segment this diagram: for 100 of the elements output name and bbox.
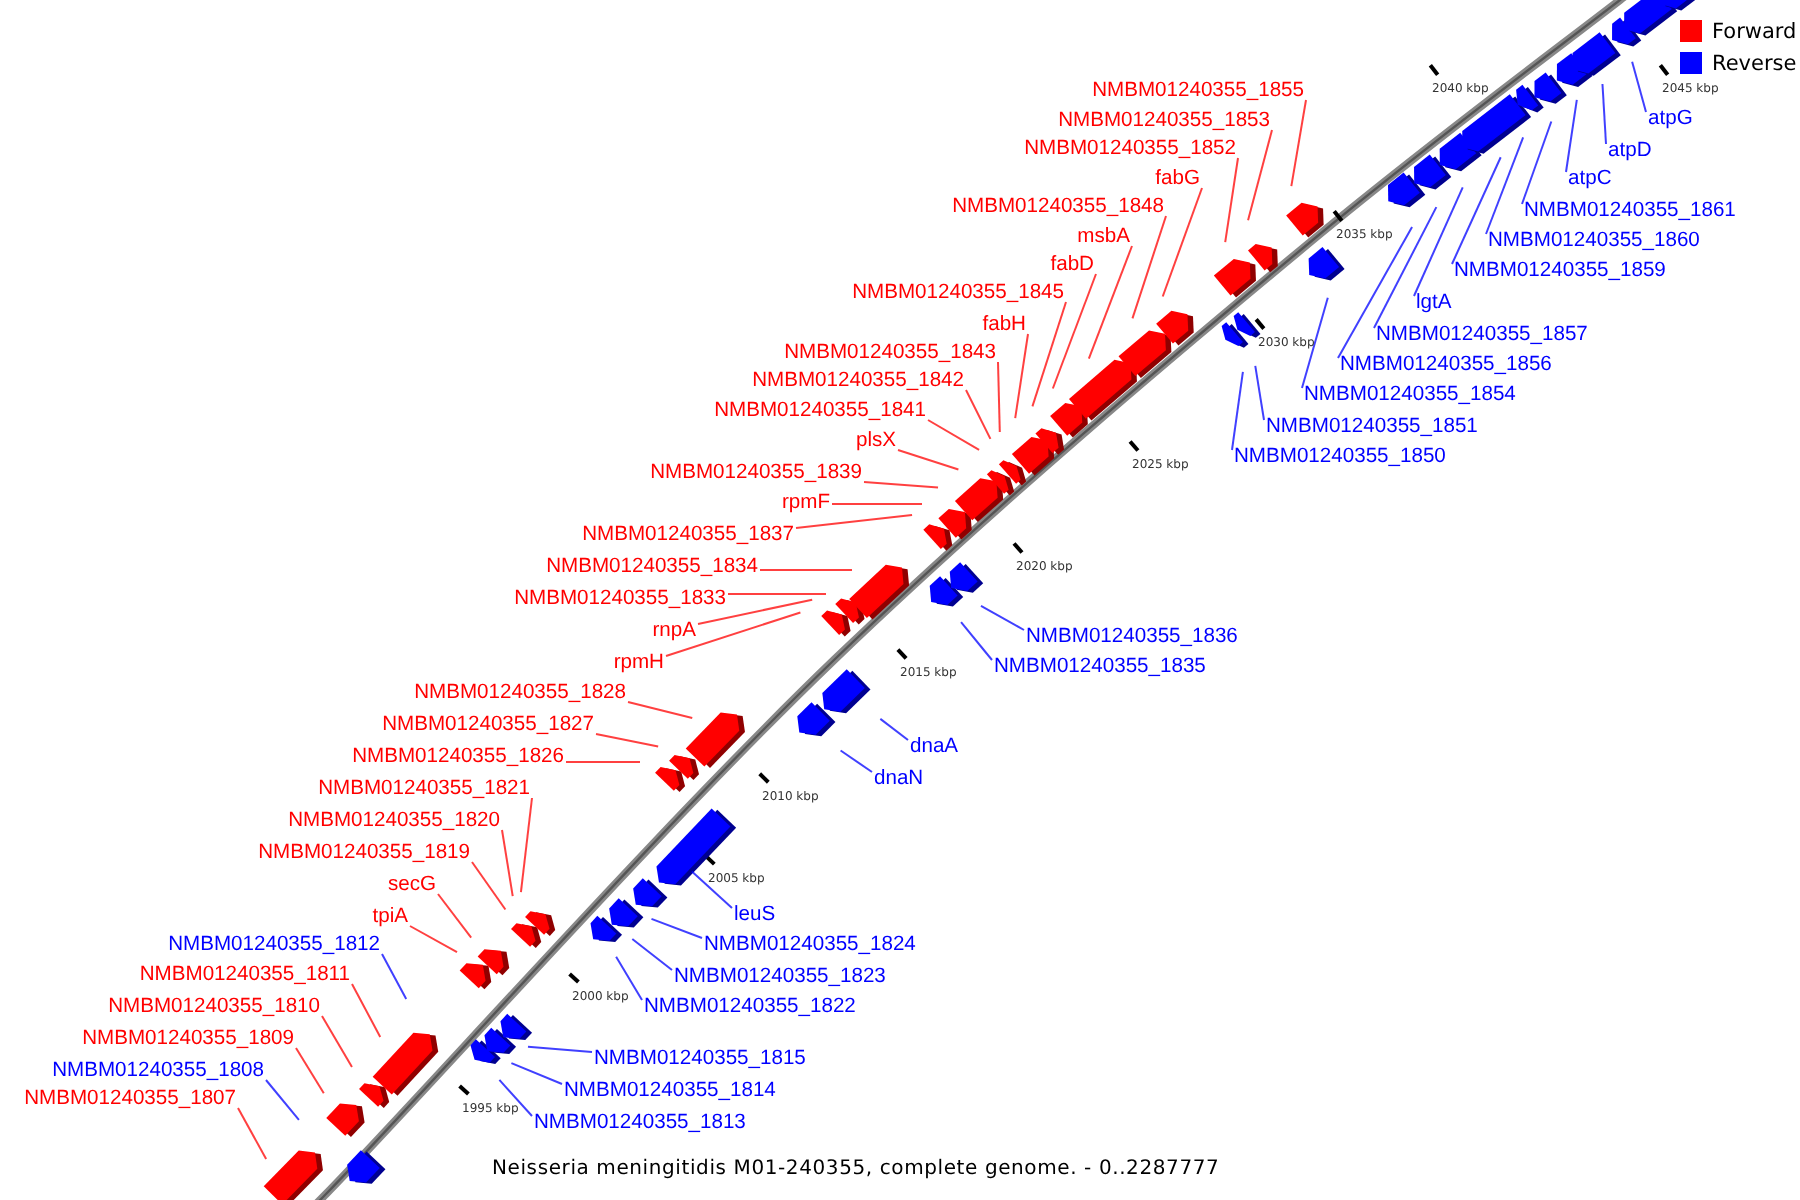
- gene-label: leuS: [734, 904, 776, 928]
- leader-line: [1231, 370, 1244, 451]
- leader-line: [665, 611, 802, 657]
- gene-label: NMBM01240355_1848: [952, 196, 1164, 220]
- gene-label: NMBM01240355_1850: [1234, 446, 1446, 470]
- leader-line: [997, 361, 1001, 433]
- leader-line: [501, 829, 514, 898]
- leader-line: [1521, 120, 1553, 205]
- leader-line: [1601, 83, 1607, 145]
- gene-label: NMBM01240355_1813: [534, 1112, 746, 1136]
- leader-line: [381, 953, 408, 1000]
- gene-label: rpmH: [613, 652, 664, 676]
- gene-label: NMBM01240355_1809: [82, 1028, 294, 1052]
- gene-label: NMBM01240355_1814: [564, 1080, 776, 1104]
- leader-line: [650, 917, 703, 939]
- leader-line: [510, 1062, 563, 1085]
- leader-line: [498, 1078, 533, 1117]
- gene-label: atpD: [1608, 140, 1652, 164]
- leader-line: [471, 861, 507, 911]
- leader-line: [960, 621, 993, 661]
- leader-line: [839, 749, 873, 773]
- legend-label: Reverse: [1712, 52, 1797, 76]
- gene-label: NMBM01240355_1861: [1524, 200, 1736, 224]
- gene-label: NMBM01240355_1859: [1454, 260, 1666, 284]
- leader-line: [1565, 98, 1578, 173]
- gene-label: NMBM01240355_1856: [1340, 354, 1552, 378]
- gene-label: NMBM01240355_1811: [139, 964, 350, 988]
- caption: Neisseria meningitidis M01-240355, complete genome. - 0..2287777: [492, 1158, 1220, 1182]
- leader-line: [863, 481, 939, 489]
- gene-label: NMBM01240355_1812: [168, 934, 380, 958]
- gene-label: NMBM01240355_1820: [288, 810, 500, 834]
- leader-line: [1254, 364, 1265, 421]
- leader-line: [690, 870, 733, 909]
- gene-label: atpC: [1568, 168, 1612, 192]
- leader-line: [615, 955, 643, 1001]
- leader-line: [1290, 99, 1307, 188]
- gene-label: NMBM01240355_1819: [258, 842, 470, 866]
- gene-label: NMBM01240355_1822: [644, 996, 856, 1020]
- gene-label: NMBM01240355_1854: [1304, 384, 1516, 408]
- gene-label: NMBM01240355_1834: [546, 556, 758, 580]
- gene-label: NMBM01240355_1853: [1058, 110, 1270, 134]
- leader-line: [1301, 296, 1329, 389]
- leader-line: [759, 569, 853, 571]
- gene-label: rnpA: [652, 620, 696, 644]
- gene-label: NMBM01240355_1841: [714, 400, 926, 424]
- leader-line: [697, 598, 814, 625]
- leader-line: [1161, 187, 1203, 298]
- leader-line: [897, 449, 960, 471]
- gene-label: NMBM01240355_1855: [1092, 80, 1304, 104]
- leader-line: [1131, 215, 1167, 320]
- leader-line: [295, 1047, 325, 1095]
- gene-label: NMBM01240355_1826: [352, 746, 564, 770]
- gene-label: NMBM01240355_1857: [1376, 324, 1588, 348]
- leader-line: [237, 1107, 268, 1160]
- leader-line: [1337, 225, 1414, 359]
- gene-label: NMBM01240355_1837: [582, 524, 794, 548]
- gene-label: msbA: [1077, 226, 1130, 250]
- leader-line: [1224, 157, 1239, 244]
- leader-line: [1087, 245, 1133, 360]
- gene-label: fabG: [1155, 168, 1200, 192]
- leader-line: [1014, 333, 1029, 420]
- gene-label: NMBM01240355_1835: [994, 656, 1206, 680]
- leader-line: [980, 604, 1025, 631]
- gene-label: NMBM01240355_1823: [674, 966, 886, 990]
- leader-line: [1373, 206, 1438, 329]
- leader-line: [409, 925, 458, 954]
- gene-label: NMBM01240355_1824: [704, 934, 916, 958]
- leader-line: [1413, 186, 1464, 297]
- gene-label: NMBM01240355_1851: [1266, 416, 1478, 440]
- leader-line: [627, 701, 694, 720]
- gene-label: plsX: [855, 430, 896, 454]
- gene-label: NMBM01240355_1843: [784, 342, 996, 366]
- gene-label: NMBM01240355_1815: [594, 1048, 806, 1072]
- gene-label: fabH: [982, 314, 1026, 338]
- leader-line: [1451, 156, 1502, 265]
- leader-line: [437, 893, 473, 939]
- gene-label: NMBM01240355_1828: [414, 682, 626, 706]
- leader-line: [1485, 136, 1525, 235]
- gene-label: atpG: [1648, 108, 1693, 132]
- leader-line: [265, 1079, 300, 1121]
- leader-line: [879, 717, 909, 741]
- leader-line: [1031, 301, 1067, 408]
- leader-line: [321, 1015, 353, 1069]
- leader-line: [795, 513, 914, 529]
- leader-line: [927, 419, 981, 451]
- leader-line: [351, 983, 382, 1038]
- gene-label: dnaN: [874, 768, 924, 792]
- leader-line: [565, 761, 641, 763]
- leader-line: [1631, 60, 1647, 113]
- leader-line: [727, 593, 827, 595]
- gene-label: tpiA: [372, 906, 408, 930]
- gene-label: NMBM01240355_1827: [382, 714, 594, 738]
- leader-line: [831, 503, 923, 505]
- gene-label: NMBM01240355_1860: [1488, 230, 1700, 254]
- leader-line: [526, 1045, 593, 1053]
- gene-label: rpmF: [781, 492, 830, 516]
- gene-label: secG: [387, 874, 436, 898]
- gene-label: NMBM01240355_1807: [24, 1088, 236, 1112]
- gene-label: NMBM01240355_1839: [650, 462, 862, 486]
- gene-label: fabD: [1050, 254, 1094, 278]
